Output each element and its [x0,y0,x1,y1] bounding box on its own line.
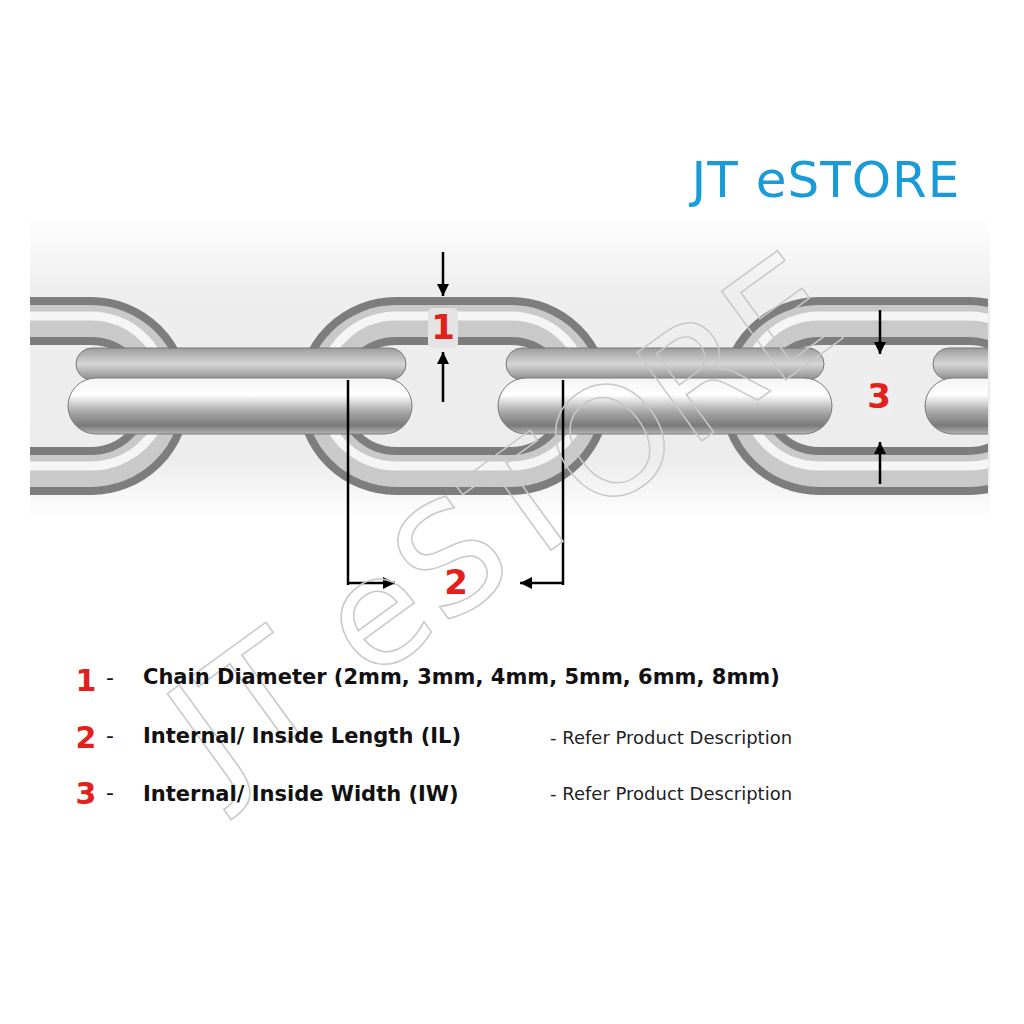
edge-link [925,348,988,434]
dimension-arrow [520,582,563,585]
dimension-arrow [442,252,445,296]
watermark: JT eSTORE [141,224,869,816]
legend-dash: - [106,781,114,805]
edge-link [68,348,412,434]
legend-dash: - [106,666,114,690]
brand-title: JT eSTORE [692,153,961,208]
callout-number: 3 [867,378,891,415]
dimension-arrow [879,310,882,354]
extension-line [562,380,565,585]
edge-link [498,348,832,434]
label-patch [428,308,458,348]
callout-number: 2 [444,564,468,601]
extension-line [347,380,350,585]
callout-number: 1 [431,309,455,346]
dimension-lines [348,252,880,585]
legend-number: 2 [76,721,97,754]
dimension-arrow [879,442,882,484]
note-text: - Refer Product Description [550,784,792,804]
chain [30,316,988,471]
legend-number: 1 [76,664,97,697]
note-text: - Refer Product Description [550,728,792,748]
legend-dash: - [106,724,114,748]
dimension-arrow [348,582,395,585]
label-patch [864,377,894,417]
legend-number: 3 [76,777,97,810]
legend-text: Internal/ Inside Width (IW) [143,783,459,806]
legend-text: Internal/ Inside Length (IL) [143,725,461,748]
legend-text: Chain Diameter (2mm, 3mm, 4mm, 5mm, 6mm,… [143,666,780,689]
dimension-arrow [442,352,445,402]
